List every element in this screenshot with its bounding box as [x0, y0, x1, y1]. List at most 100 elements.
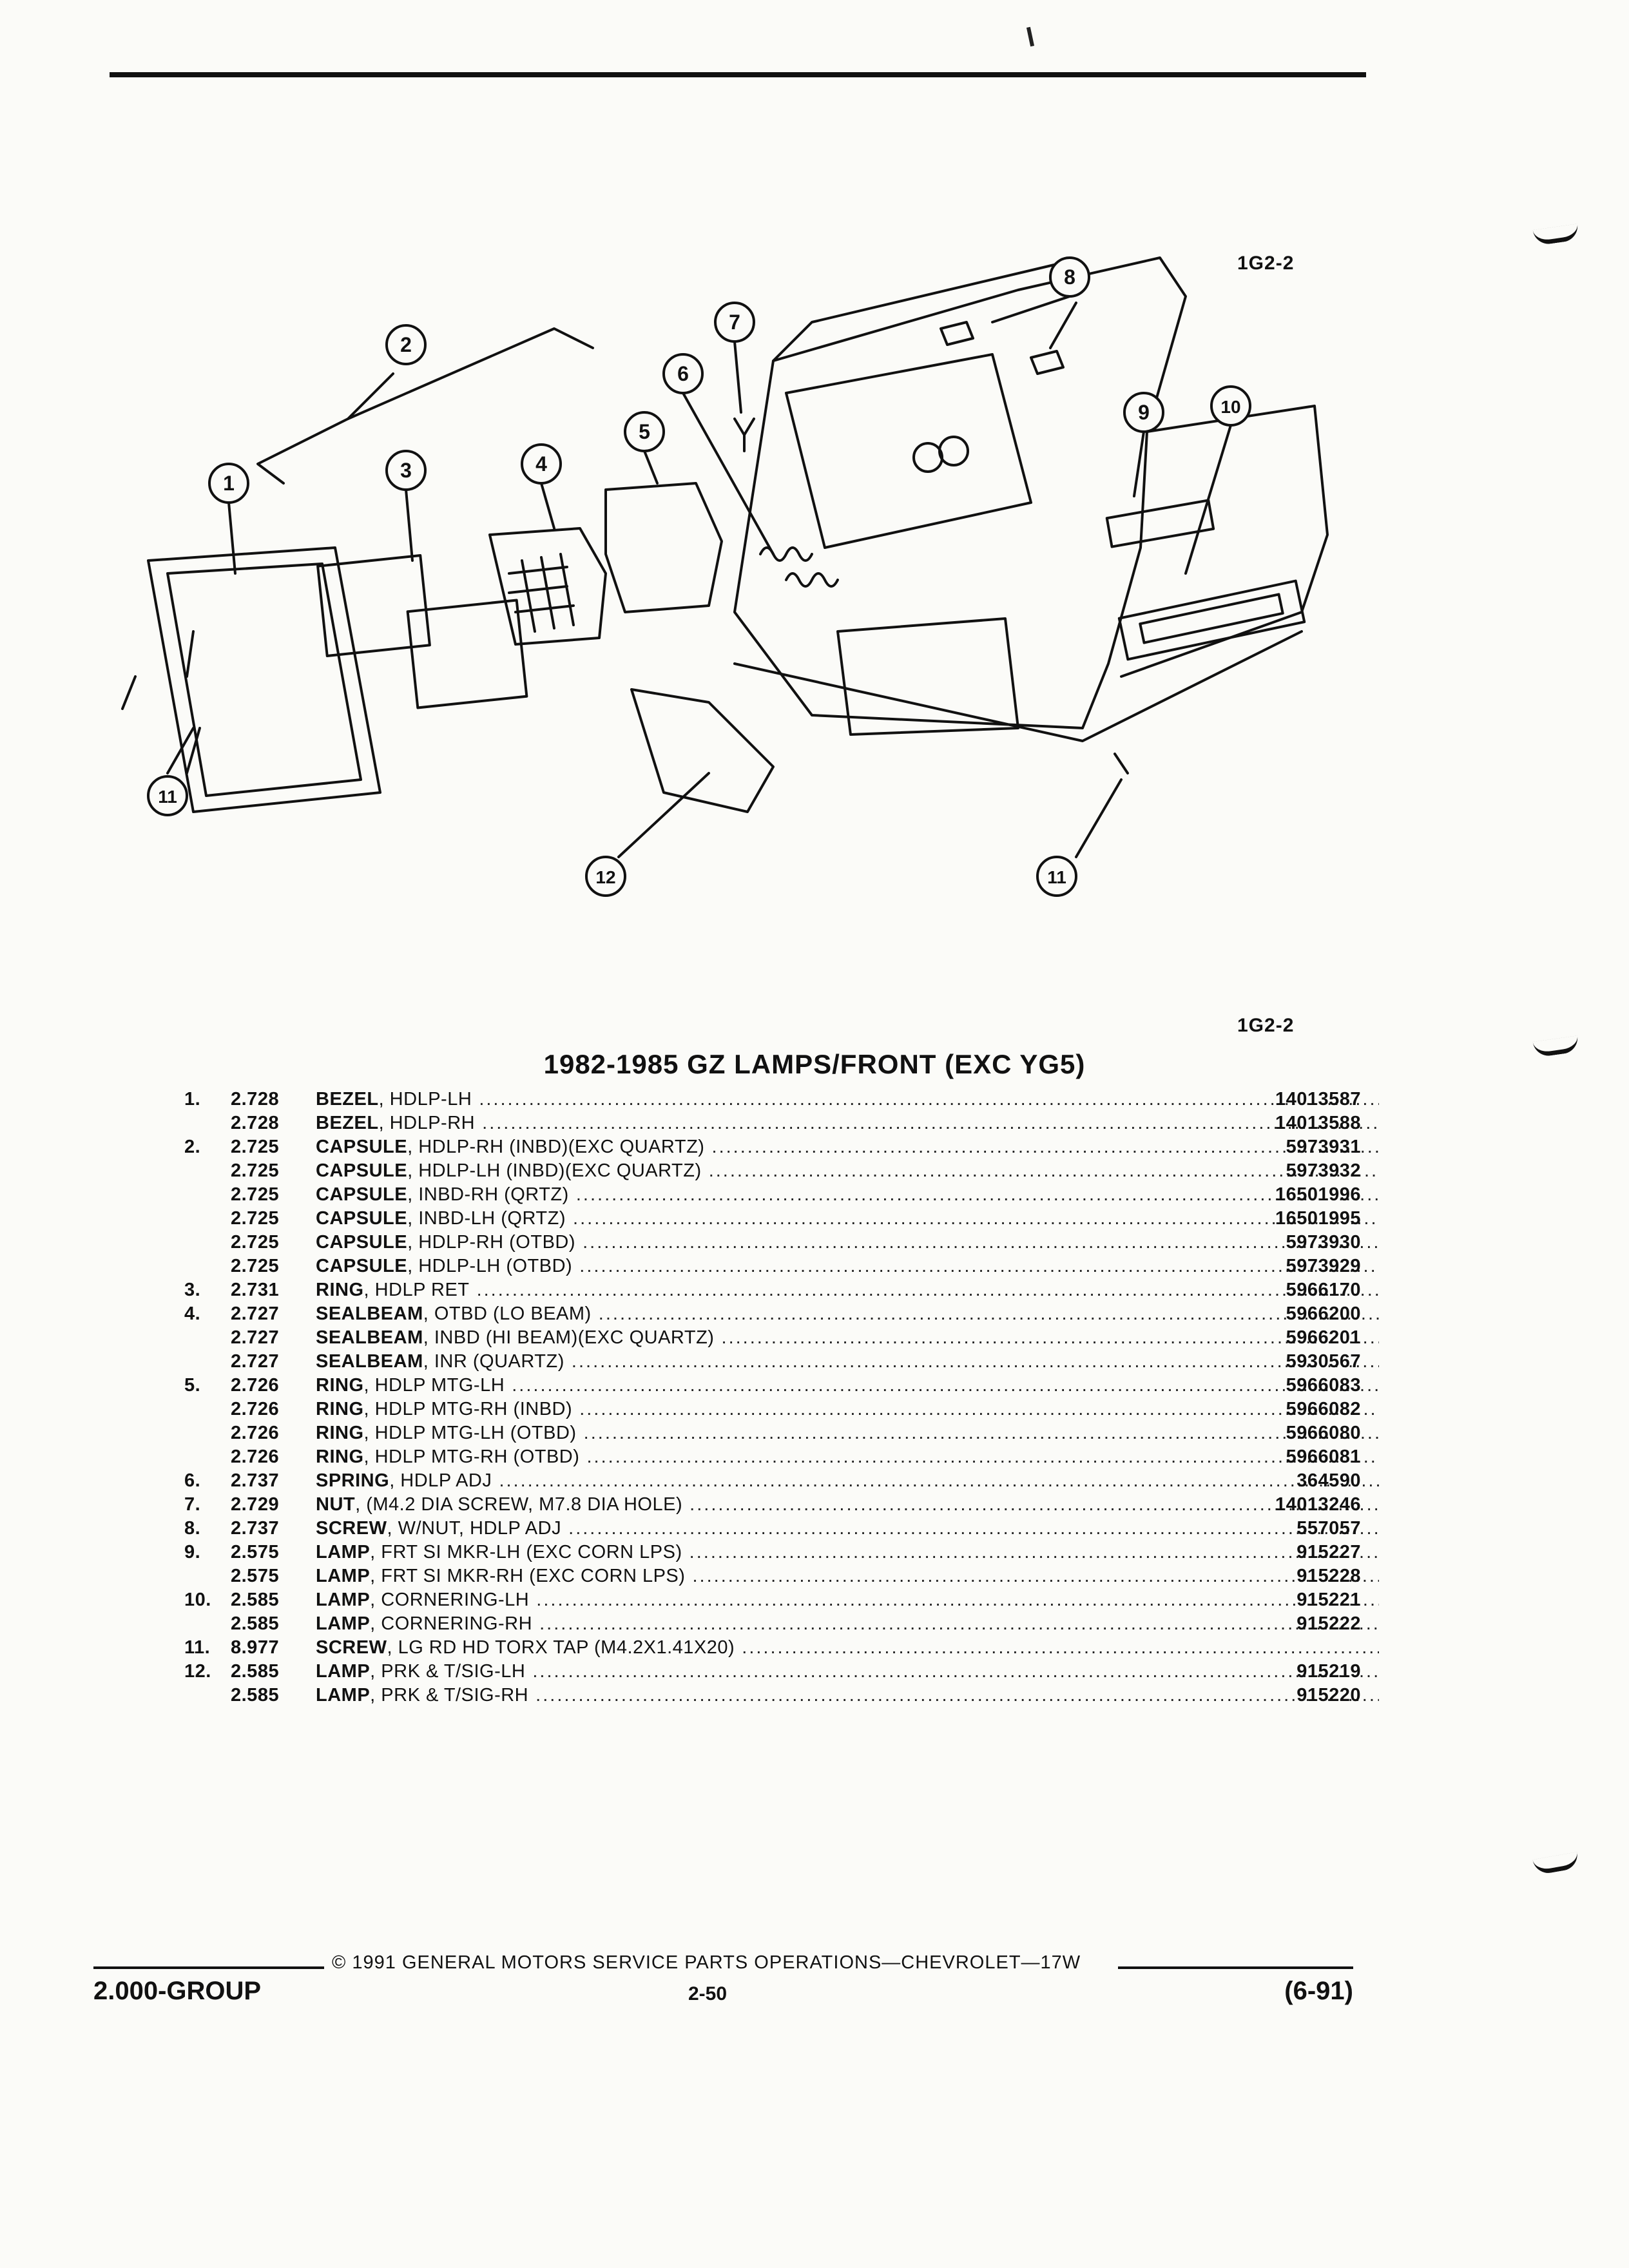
parts-row: 2.725 CAPSULE, HDLP-LH (INBD)(EXC QUARTZ)…: [160, 1159, 1379, 1183]
callout-label: 12: [595, 867, 615, 887]
callout-label: 8: [1064, 265, 1075, 289]
part-description: SCREW, W/NUT, HDLP ADJ .................…: [316, 1517, 1379, 1541]
group-number: 2.725: [231, 1160, 280, 1181]
part-description: SEALBEAM, INBD (HI BEAM)(EXC QUARTZ) ...…: [316, 1326, 1379, 1350]
dot-leader: ........................................…: [535, 1685, 1379, 1706]
group-number: 2.575: [231, 1542, 280, 1562]
part-spec: , PRK & T/SIG-RH: [370, 1685, 529, 1706]
part-name: LAMP: [316, 1566, 371, 1586]
group-number: 2.729: [231, 1494, 280, 1515]
dot-leader: ........................................…: [586, 1446, 1379, 1467]
footer-copyright: © 1991 GENERAL MOTORS SERVICE PARTS OPER…: [332, 1952, 1081, 1973]
callout-circle: [208, 463, 249, 504]
part-description: SPRING, HDLP ADJ .......................…: [316, 1469, 1379, 1493]
group-number: 8.977: [231, 1637, 280, 1658]
leader-line: [617, 772, 710, 858]
ref-code-list: 1G2-2: [1237, 1015, 1295, 1036]
margin-mark: [1532, 224, 1580, 246]
dot-leader: ........................................…: [575, 1184, 1379, 1205]
leader-line: [256, 327, 594, 485]
footer-rule-right: [1118, 1966, 1353, 1969]
part-number: 14013588: [1275, 1113, 1361, 1133]
item-number: 8.: [184, 1518, 201, 1539]
capsule-shape: [406, 599, 528, 709]
callout-label: 3: [400, 459, 412, 482]
part-spec: , HDLP ADJ: [389, 1470, 492, 1491]
group-number: 2.737: [231, 1470, 280, 1491]
group-number: 2.737: [231, 1518, 280, 1539]
dot-leader: ........................................…: [721, 1327, 1380, 1348]
top-rule: [110, 72, 1366, 77]
callout-circle: [714, 302, 755, 343]
callout-circle: [1210, 385, 1251, 427]
part-spec: , W/NUT, HDLP ADJ: [387, 1518, 562, 1539]
callout-circle: [662, 353, 704, 394]
part-description: CAPSULE, HDLP-RH (INBD)(EXC QUARTZ) ....…: [316, 1135, 1379, 1159]
part-name: CAPSULE: [316, 1232, 408, 1253]
part-name: CAPSULE: [316, 1137, 408, 1157]
callout-label: 2: [400, 333, 412, 356]
part-name: LAMP: [316, 1661, 371, 1682]
part-spec: , HDLP MTG-RH (INBD): [363, 1399, 573, 1419]
part-name: RING: [316, 1375, 364, 1396]
part-spec: , INBD-LH (QRTZ): [407, 1208, 566, 1229]
tick-mark: [1026, 26, 1035, 47]
item-number: 11.: [184, 1637, 211, 1658]
part-spec: , HDLP MTG-LH: [363, 1375, 505, 1396]
part-number: 5930567: [1286, 1351, 1361, 1372]
dot-leader: ........................................…: [482, 1113, 1379, 1133]
dot-leader: ........................................…: [711, 1137, 1380, 1157]
part-spec: , HDLP-LH: [378, 1089, 472, 1110]
group-number: 2.725: [231, 1184, 280, 1205]
part-number: 16501996: [1275, 1184, 1361, 1205]
dot-leader: ........................................…: [742, 1637, 1379, 1658]
page-title: 1982-1985 GZ LAMPS/FRONT (EXC YG5): [543, 1049, 1086, 1079]
vehicle-grille-cavity: [785, 353, 1032, 549]
callout-circle: [147, 775, 188, 816]
vehicle-hood-edge: [772, 263, 1058, 362]
part-name: LAMP: [316, 1685, 371, 1706]
part-number: 5966082: [1286, 1399, 1361, 1419]
part-name: SEALBEAM: [316, 1303, 423, 1324]
park-lamp-shape: [630, 688, 775, 813]
leader-line: [540, 482, 555, 530]
part-name: BEZEL: [316, 1089, 379, 1110]
sealbeam-shape: [488, 527, 607, 646]
part-number: 5973931: [1286, 1137, 1361, 1157]
part-name: SEALBEAM: [316, 1351, 423, 1372]
group-number: 2.726: [231, 1446, 280, 1467]
part-description: RING, HDLP MTG-LH (OTBD) ...............…: [316, 1421, 1379, 1445]
adjuster-screw-shape: [940, 321, 974, 346]
dot-leader: ........................................…: [536, 1590, 1379, 1610]
part-description: BEZEL, HDLP-LH .........................…: [316, 1088, 1379, 1111]
part-spec: , HDLP-LH (INBD)(EXC QUARTZ): [407, 1160, 702, 1181]
part-description: RING, HDLP MTG-RH (INBD) ...............…: [316, 1398, 1379, 1421]
leader-line: [643, 450, 659, 485]
vehicle-hole: [938, 436, 969, 466]
part-spec: , HDLP-RH (OTBD): [407, 1232, 576, 1253]
part-name: LAMP: [316, 1542, 371, 1562]
part-number: 915222: [1296, 1613, 1361, 1634]
item-number: 7.: [184, 1494, 201, 1515]
part-spec: , HDLP MTG-LH (OTBD): [363, 1423, 577, 1443]
part-spec: , INBD (HI BEAM)(EXC QUARTZ): [423, 1327, 715, 1348]
part-number: 364590: [1296, 1470, 1361, 1491]
dot-leader: ........................................…: [583, 1232, 1379, 1253]
dot-leader: ........................................…: [499, 1470, 1379, 1491]
part-name: LAMP: [316, 1613, 371, 1634]
leader-line: [405, 488, 414, 562]
part-number: 16501995: [1275, 1208, 1361, 1229]
footer-revision: (6-91): [1284, 1977, 1353, 2005]
part-description: CAPSULE, HDLP-LH (INBD)(EXC QUARTZ) ....…: [316, 1159, 1379, 1183]
callout-label: 1: [223, 472, 235, 495]
